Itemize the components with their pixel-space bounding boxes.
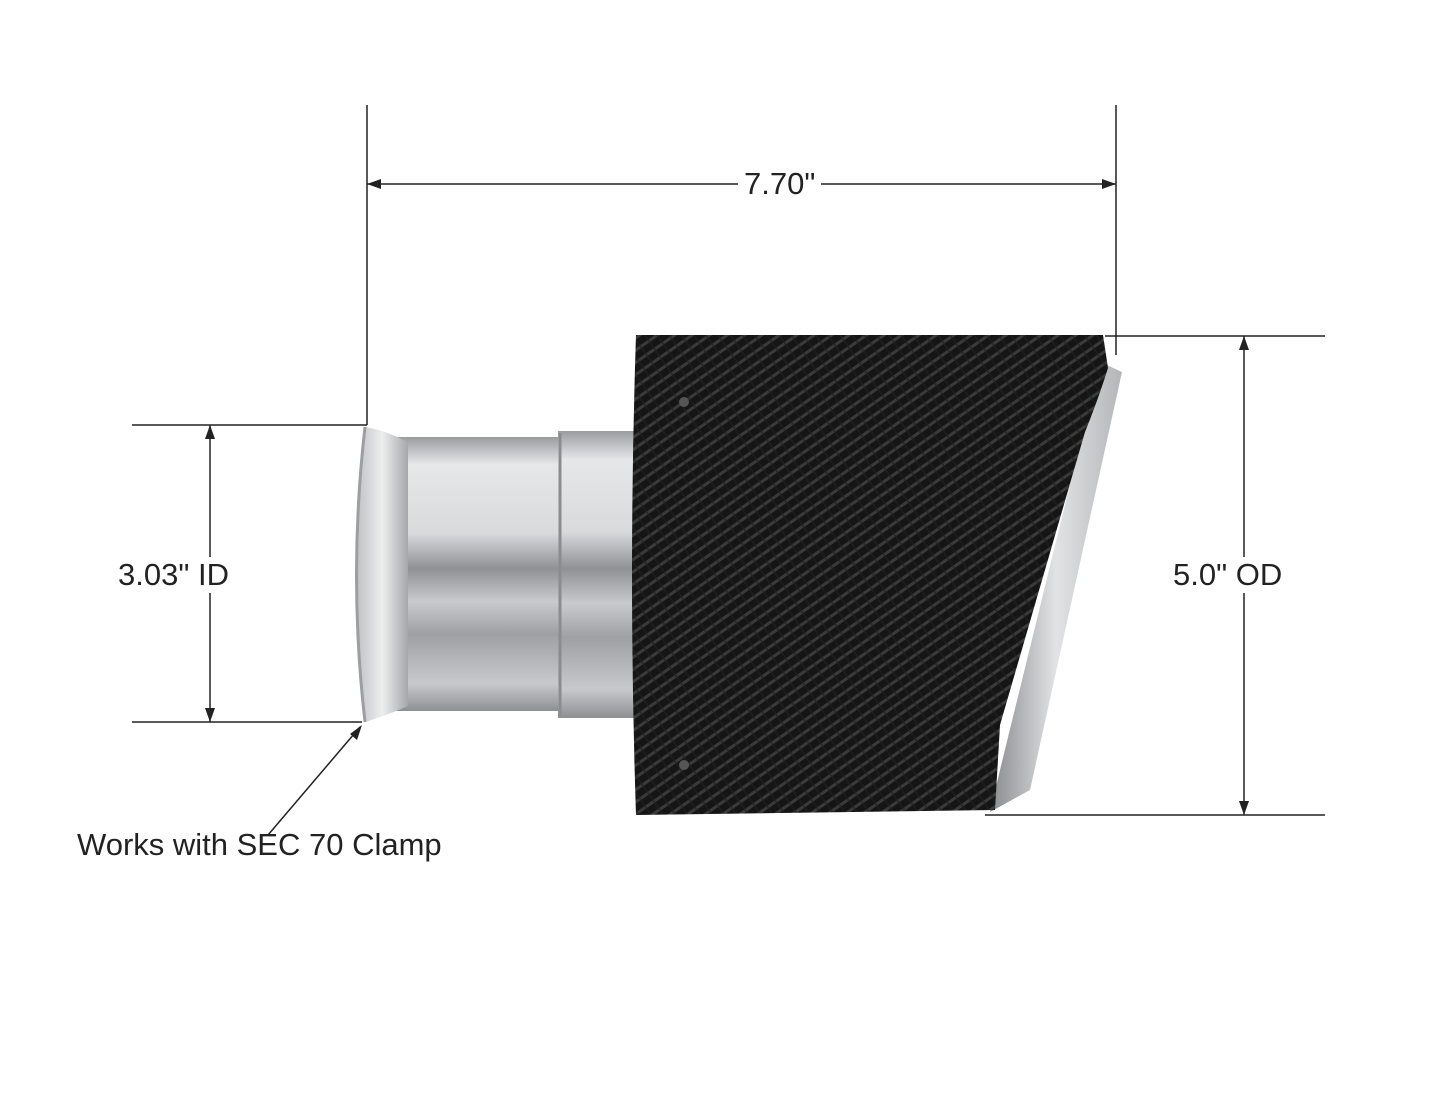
outer-diameter-label: 5.0" OD — [1173, 557, 1283, 593]
rivet-icon — [679, 397, 689, 407]
clamp-note: Works with SEC 70 Clamp — [77, 827, 442, 862]
rivet-icon — [679, 760, 689, 770]
arrowheads — [205, 179, 1249, 815]
inlet-tube — [355, 426, 636, 723]
chrome-tip-lip — [990, 362, 1122, 812]
inner-diameter-label: 3.03" ID — [118, 557, 229, 593]
length-label: 7.70" — [738, 166, 822, 202]
carbon-fiber-shell — [632, 335, 1108, 815]
